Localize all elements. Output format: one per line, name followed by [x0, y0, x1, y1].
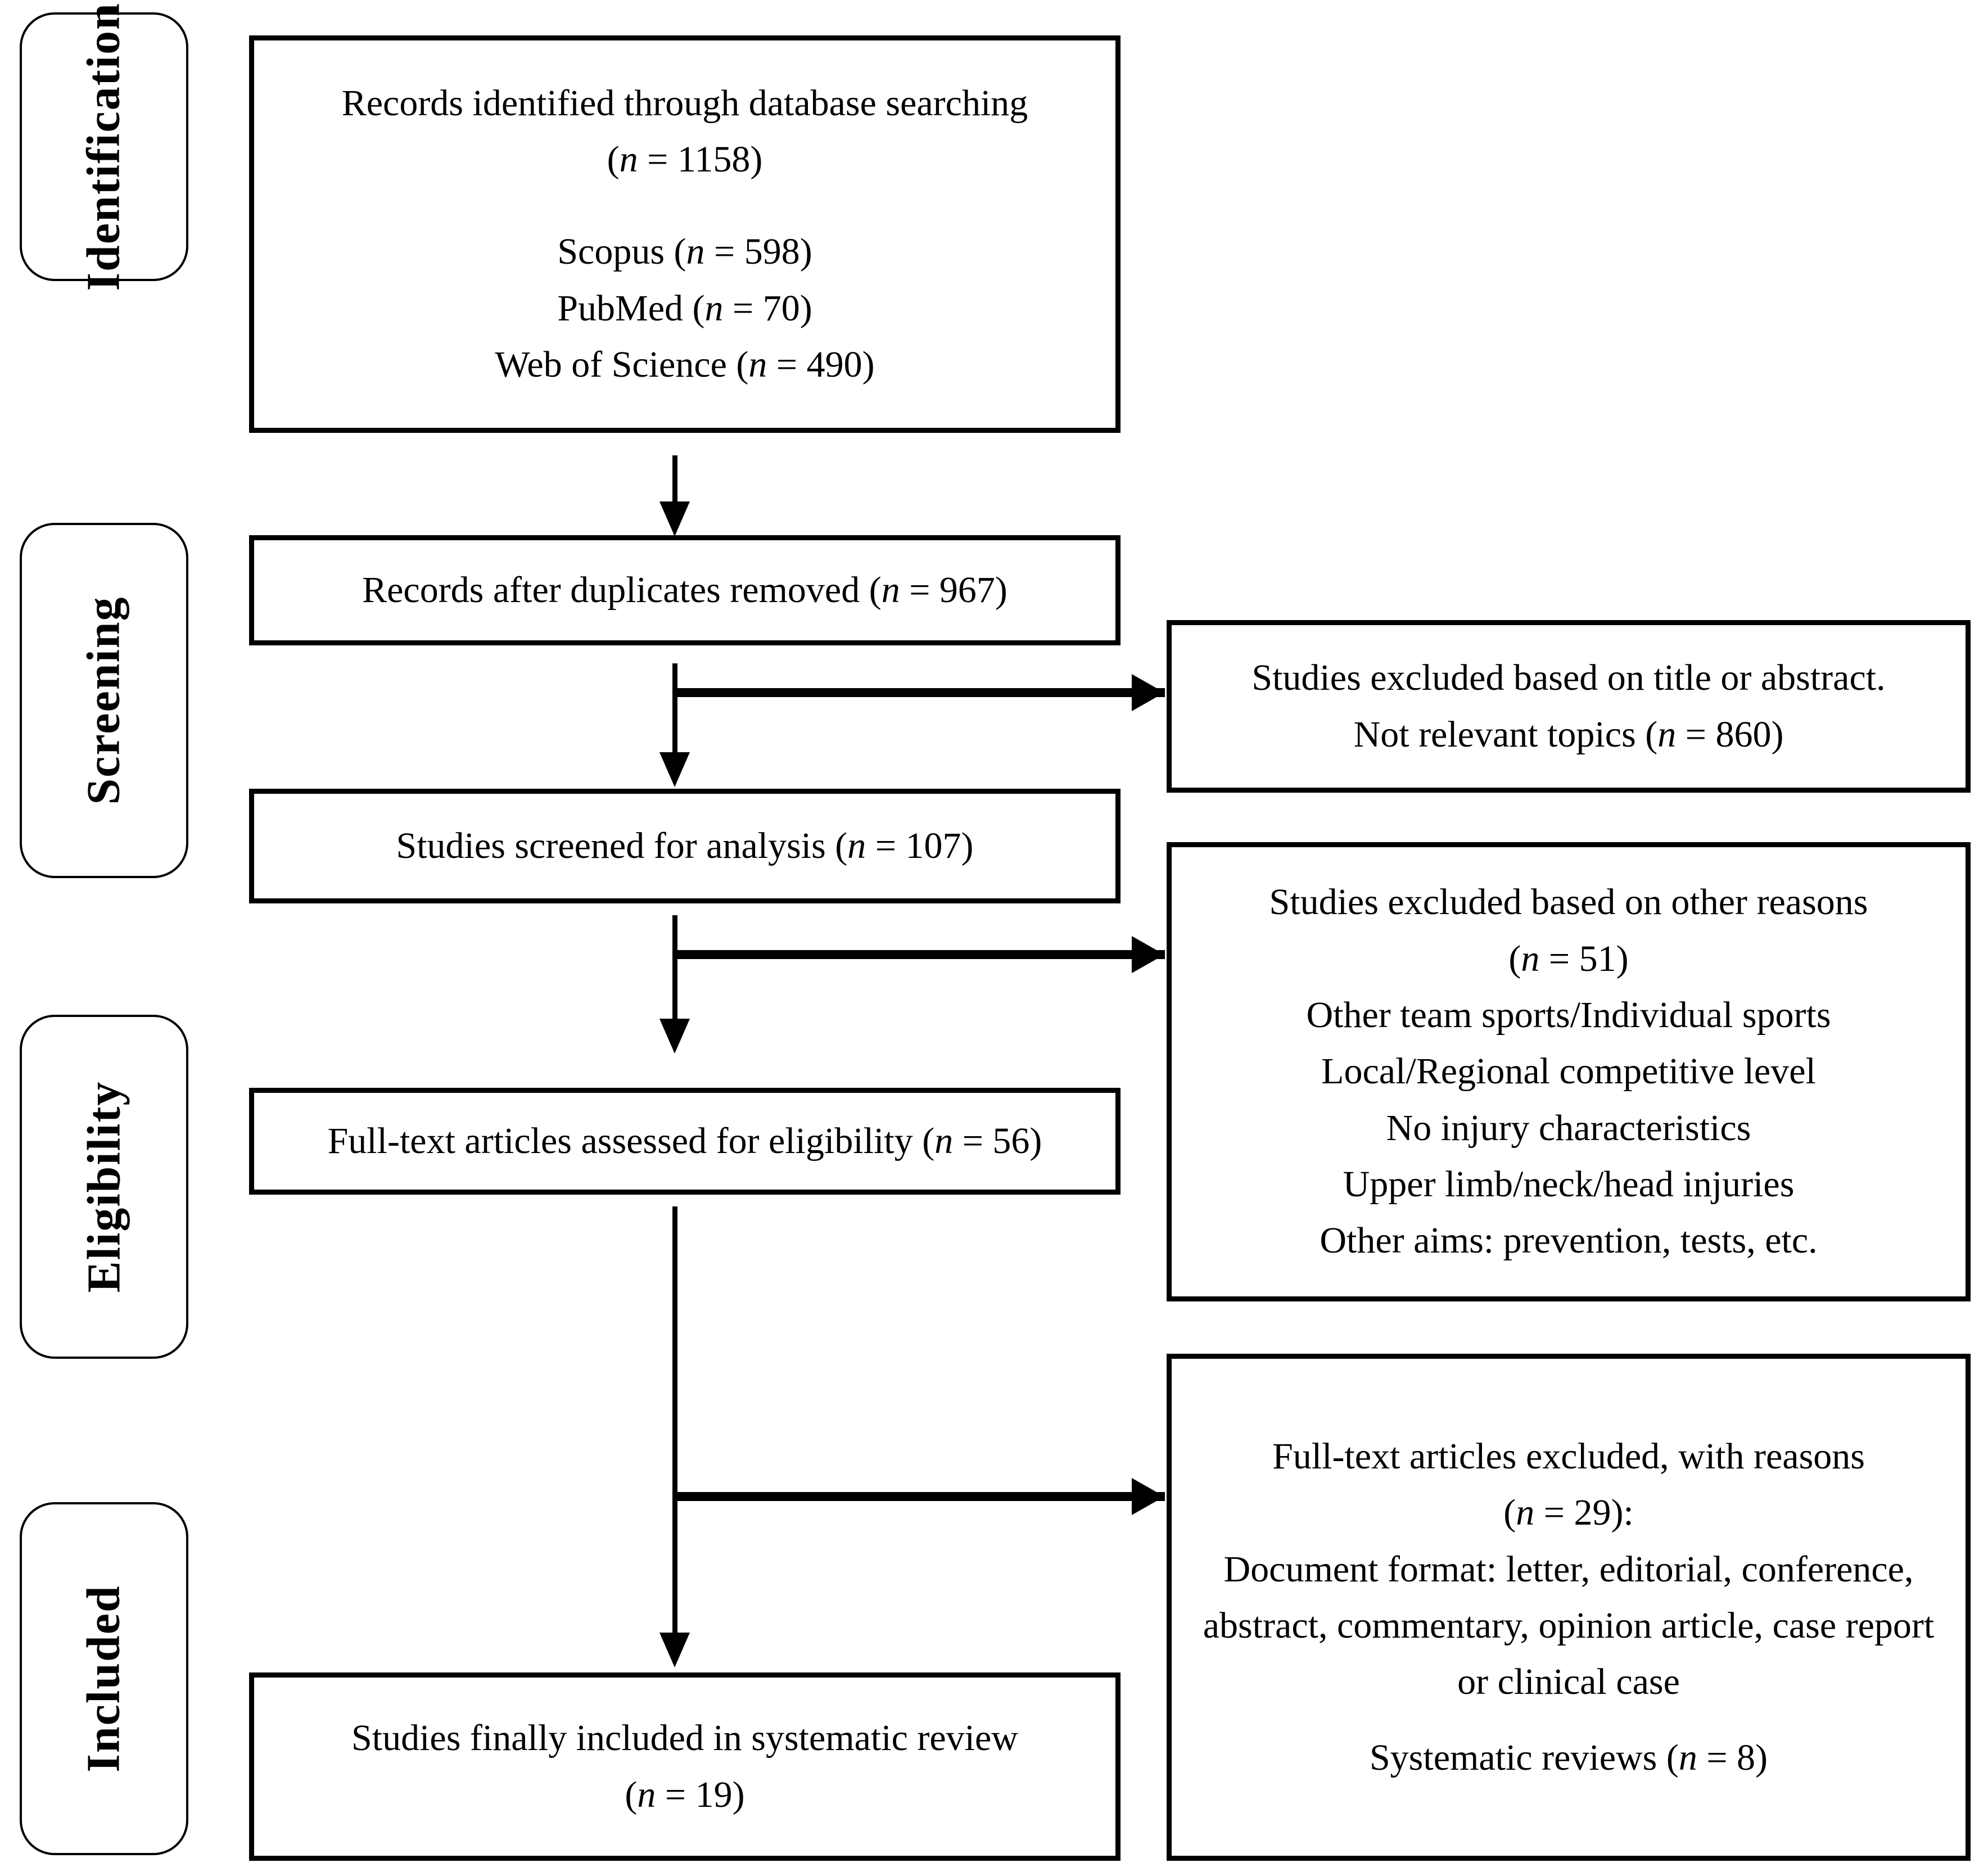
exclusion-reason-upper-limb-injuries: Upper limb/neck/head injuries	[1343, 1163, 1795, 1205]
count-value: = 1158)	[638, 139, 763, 180]
arrowhead-screening-to-excluded-title-abstract	[1132, 674, 1164, 711]
box-fulltext-excluded: Full-text articles excluded, with reason…	[1167, 1354, 1971, 1861]
pubmed-label: PubMed (	[557, 287, 705, 329]
n-symbol: n	[619, 139, 638, 180]
studies-included-title: Studies finally included in systematic r…	[351, 1717, 1018, 1759]
n-symbol: n	[1516, 1492, 1535, 1534]
arrowhead-included-to-fulltext-excluded	[1132, 1478, 1164, 1515]
excluded-title-abstract-count: Not relevant topics (n = 860)	[1186, 707, 1951, 763]
records-identified-count: (n = 1158)	[269, 132, 1101, 188]
exclusion-reason-competitive-level: Local/Regional competitive level	[1321, 1051, 1816, 1092]
systematic-reviews-label: Systematic reviews (	[1369, 1737, 1679, 1778]
box-records-after-duplicates: Records after duplicates removed (n = 96…	[249, 535, 1120, 645]
n-symbol: n	[881, 569, 900, 611]
connector-fulltext-to-included	[672, 1206, 677, 1636]
n-symbol: n	[1657, 713, 1677, 755]
stage-label-screening-text: Screening	[78, 596, 130, 805]
connector-eligibility-to-excluded-other-reasons	[672, 950, 1165, 959]
connector-included-to-fulltext-excluded	[672, 1492, 1165, 1501]
studies-included-count: (n = 19)	[269, 1767, 1101, 1823]
included-count: = 19)	[656, 1774, 745, 1815]
fulltext-assessed-text: Full-text articles assessed for eligibil…	[269, 1113, 1101, 1169]
n-symbol: n	[704, 287, 724, 329]
paren-open: (	[1508, 938, 1521, 979]
connector-identified-to-duplicates	[672, 455, 677, 505]
box-studies-screened: Studies screened for analysis (n = 107)	[249, 789, 1120, 903]
box-fulltext-assessed: Full-text articles assessed for eligibil…	[249, 1088, 1120, 1195]
records-after-duplicates-text: Records after duplicates removed (n = 96…	[269, 562, 1101, 618]
source-web-of-science: Web of Science (n = 490)	[269, 337, 1101, 393]
screened-label: Studies screened for analysis (	[396, 825, 848, 866]
box-records-identified: Records identified through database sear…	[249, 35, 1120, 433]
not-relevant-label: Not relevant topics (	[1353, 713, 1658, 755]
scopus-count: = 598)	[704, 231, 812, 273]
box-excluded-title-abstract: Studies excluded based on title or abstr…	[1167, 620, 1971, 793]
wos-count: = 490)	[767, 343, 875, 385]
pubmed-count: = 70)	[723, 287, 812, 329]
stage-label-identification: Identification	[20, 2, 188, 291]
connector-screened-to-fulltext	[672, 915, 677, 1022]
arrowhead-screened-to-fulltext	[659, 1019, 690, 1054]
paren-open: (	[625, 1774, 638, 1815]
stage-label-identification-text: Identification	[78, 2, 130, 291]
exclusion-reason-document-format: Document format: letter, editorial, conf…	[1203, 1548, 1935, 1703]
source-pubmed: PubMed (n = 70)	[269, 281, 1101, 337]
exclusion-reason-no-injury-characteristics: No injury characteristics	[1386, 1107, 1751, 1149]
connector-screening-to-excluded-title-abstract	[672, 688, 1165, 697]
other-reasons-count: = 51)	[1539, 938, 1629, 979]
systematic-reviews-count: = 8)	[1697, 1737, 1768, 1778]
n-symbol: n	[934, 1120, 954, 1161]
n-symbol: n	[686, 231, 705, 273]
stage-label-eligibility: Eligibility	[20, 1015, 188, 1359]
stage-label-included-text: Included	[78, 1585, 130, 1773]
stage-label-eligibility-text: Eligibility	[78, 1081, 130, 1293]
scopus-label: Scopus (	[557, 231, 686, 273]
screened-count: = 107)	[866, 825, 974, 866]
studies-screened-text: Studies screened for analysis (n = 107)	[269, 818, 1101, 874]
duplicates-count: = 967)	[900, 569, 1007, 611]
fulltext-excluded-title: Full-text articles excluded, with reason…	[1272, 1436, 1865, 1477]
exclusion-reason-other-sports: Other team sports/Individual sports	[1306, 994, 1831, 1036]
excluded-other-reasons-count: (n = 51)	[1186, 931, 1951, 987]
stage-label-screening: Screening	[20, 523, 188, 878]
connector-duplicates-to-screened	[672, 663, 677, 755]
wos-label: Web of Science (	[495, 343, 749, 385]
fulltext-count: = 56)	[953, 1120, 1042, 1161]
box-excluded-other-reasons: Studies excluded based on other reasons …	[1167, 842, 1971, 1301]
source-scopus: Scopus (n = 598)	[269, 224, 1101, 280]
fulltext-excluded-count: (n = 29):	[1186, 1485, 1951, 1541]
n-symbol: n	[1521, 938, 1540, 979]
paren-open: (	[1503, 1492, 1516, 1534]
exclusion-reason-systematic-reviews: Systematic reviews (n = 8)	[1186, 1730, 1951, 1786]
excluded-title-abstract-line1: Studies excluded based on title or abstr…	[1251, 657, 1886, 699]
duplicates-label: Records after duplicates removed (	[362, 569, 882, 611]
n-symbol: n	[847, 825, 866, 866]
arrowhead-fulltext-to-included	[659, 1633, 690, 1667]
n-symbol: n	[1678, 1737, 1697, 1778]
fulltext-excluded-value: = 29):	[1534, 1492, 1634, 1534]
excluded-other-reasons-title: Studies excluded based on other reasons	[1269, 881, 1868, 923]
fulltext-label: Full-text articles assessed for eligibil…	[327, 1120, 935, 1161]
exclusion-reason-other-aims: Other aims: prevention, tests, etc.	[1320, 1220, 1818, 1262]
records-identified-title: Records identified through database sear…	[341, 82, 1028, 124]
arrowhead-identified-to-duplicates	[659, 501, 690, 536]
box-studies-included: Studies finally included in systematic r…	[249, 1672, 1120, 1861]
stage-label-included: Included	[20, 1502, 188, 1855]
arrowhead-duplicates-to-screened	[659, 752, 690, 787]
n-symbol: n	[637, 1774, 656, 1815]
n-symbol: n	[748, 343, 767, 385]
not-relevant-count: = 860)	[1676, 713, 1784, 755]
paren-open: (	[607, 139, 620, 180]
arrowhead-eligibility-to-excluded-other-reasons	[1132, 936, 1164, 973]
